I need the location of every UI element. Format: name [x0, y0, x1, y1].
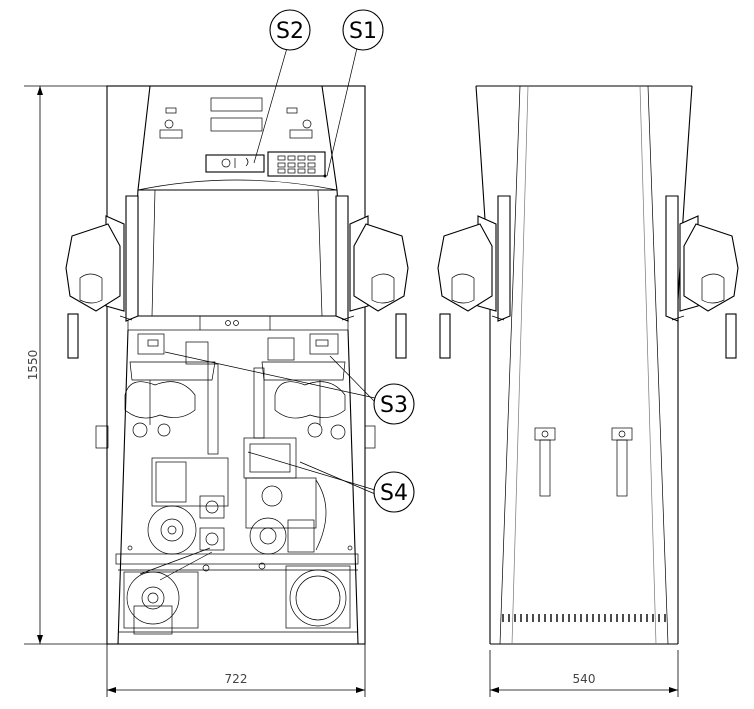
dimension-side-width: 540: [489, 650, 679, 697]
s2-switch-panel: [205, 154, 265, 173]
front-housing: [106, 85, 366, 645]
side-width-dimension-label: 540: [573, 672, 596, 686]
vent-slots: [502, 614, 666, 622]
right-valve-block: [261, 333, 346, 440]
s1-keypad: [267, 151, 326, 177]
front-left-nozzle: [65, 195, 139, 359]
side-view: [475, 85, 693, 645]
callout-s4-label: S4: [380, 481, 408, 506]
callout-s2-label: S2: [276, 19, 304, 44]
leader-lines: [164, 47, 376, 495]
callout-s2: S2: [269, 9, 311, 51]
callout-s1-label: S1: [349, 19, 377, 44]
side-hose-right: [611, 427, 633, 497]
dimension-front-width: 722: [106, 644, 366, 697]
height-dimension-label: 1550: [26, 350, 40, 381]
callout-s3: S3: [373, 383, 415, 425]
left-motor-assembly: [147, 457, 229, 555]
callout-s3-label: S3: [380, 393, 408, 418]
callout-s4: S4: [373, 471, 415, 513]
right-meter-assembly: [243, 437, 327, 555]
display-head: [137, 85, 338, 191]
front-width-dimension-label: 722: [225, 672, 248, 686]
side-hose-left: [534, 427, 556, 497]
side-right-nozzle: [665, 195, 739, 359]
left-valve-block: [124, 333, 216, 438]
front-view: [95, 85, 376, 645]
dimension-height: 1550: [24, 85, 107, 645]
callout-s1: S1: [342, 9, 384, 51]
side-left-nozzle: [437, 195, 511, 359]
front-right-nozzle: [335, 195, 409, 359]
